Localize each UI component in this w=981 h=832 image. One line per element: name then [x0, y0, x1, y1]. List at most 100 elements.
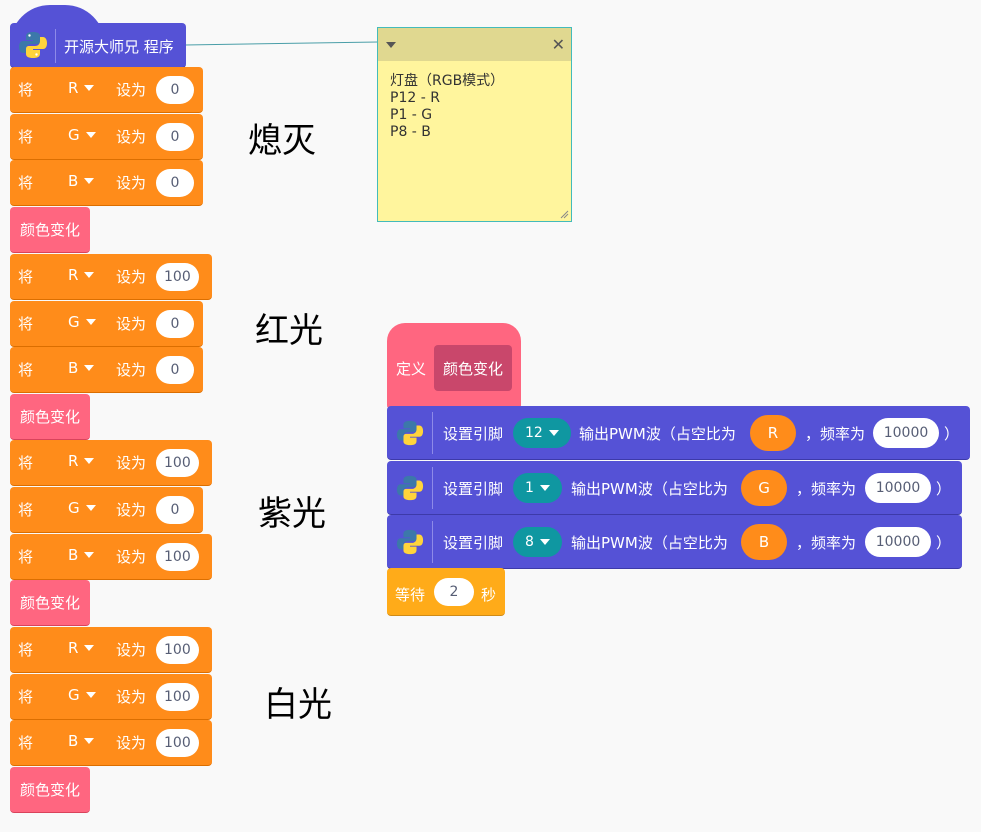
variable-name: B — [68, 172, 79, 190]
frequency-input[interactable]: 10000 — [865, 473, 931, 503]
duty-variable-reporter[interactable]: B — [741, 524, 787, 560]
pin-value: 8 — [525, 534, 534, 550]
block-separator — [432, 467, 433, 509]
variable-dropdown[interactable]: G — [68, 686, 108, 704]
wait-unit: 秒 — [481, 586, 497, 604]
duty-variable-reporter[interactable]: G — [741, 470, 787, 506]
value-input[interactable]: 0 — [156, 356, 194, 384]
set-to-label: 设为 — [116, 81, 147, 99]
variable-dropdown[interactable]: G — [68, 313, 108, 331]
variable-dropdown[interactable]: B — [68, 359, 108, 377]
comment-note[interactable]: ✕ 灯盘（RGB模式） P12 - R P1 - G P8 - B — [377, 27, 572, 222]
value-input[interactable]: 0 — [156, 310, 194, 338]
wait-label: 等待 — [395, 586, 426, 604]
frequency-label: ，频率为 — [796, 480, 857, 498]
wait-seconds-input[interactable]: 2 — [434, 578, 474, 606]
dropdown-caret-icon — [548, 430, 559, 436]
value-input[interactable]: 0 — [156, 76, 194, 104]
define-block[interactable]: 定义 颜色变化 — [387, 323, 521, 409]
set-variable-block[interactable]: 将 B 设为 0 — [10, 160, 203, 206]
set-to-label: 设为 — [116, 361, 147, 379]
set-variable-block[interactable]: 将 R 设为 100 — [10, 440, 212, 486]
frequency-label: ，频率为 — [796, 534, 857, 552]
set-to-label: 设为 — [116, 268, 147, 286]
value-input[interactable]: 0 — [156, 496, 194, 524]
pwm-output-label: 输出PWM波（占空比为 — [579, 425, 736, 443]
define-name: 颜色变化 — [442, 359, 503, 378]
close-paren: ） — [936, 480, 952, 498]
dropdown-caret-icon — [84, 552, 95, 558]
frequency-input[interactable]: 10000 — [873, 418, 939, 448]
variable-dropdown[interactable]: R — [68, 639, 108, 657]
pin-dropdown[interactable]: 12 — [513, 418, 571, 448]
variable-name: R — [68, 266, 79, 284]
section-label-white: 白光 — [264, 685, 332, 725]
call-color-change-block[interactable]: 颜色变化 — [10, 580, 90, 626]
dropdown-caret-icon — [539, 485, 550, 491]
call-color-change-block[interactable]: 颜色变化 — [10, 767, 90, 813]
value-input[interactable]: 100 — [156, 729, 199, 757]
set-prefix: 将 — [18, 548, 34, 566]
pin-value: 1 — [525, 480, 534, 496]
variable-dropdown[interactable]: R — [68, 79, 108, 97]
note-line: P12 - R — [390, 90, 440, 106]
variable-name: G — [68, 499, 80, 517]
variable-dropdown[interactable]: R — [68, 452, 108, 470]
close-paren: ） — [944, 425, 960, 443]
pwm-output-label: 输出PWM波（占空比为 — [571, 480, 728, 498]
pin-dropdown[interactable]: 8 — [513, 527, 562, 557]
variable-name: R — [68, 79, 79, 97]
variable-name: R — [68, 639, 79, 657]
duty-variable-reporter[interactable]: R — [750, 415, 796, 451]
variable-dropdown[interactable]: B — [68, 546, 108, 564]
variable-name: G — [68, 313, 80, 331]
dropdown-caret-icon — [84, 365, 95, 371]
value-input[interactable]: 100 — [156, 449, 199, 477]
section-label-red: 红光 — [255, 311, 323, 351]
call-color-change-block[interactable]: 颜色变化 — [10, 394, 90, 440]
set-to-label: 设为 — [116, 501, 147, 519]
set-to-label: 设为 — [116, 174, 147, 192]
variable-dropdown[interactable]: G — [68, 126, 108, 144]
set-prefix: 将 — [18, 174, 34, 192]
note-text[interactable]: 灯盘（RGB模式） P12 - R P1 - G P8 - B — [378, 61, 571, 153]
call-color-change-block[interactable]: 颜色变化 — [10, 207, 90, 253]
dropdown-caret-icon — [85, 692, 96, 698]
pin-dropdown[interactable]: 1 — [513, 473, 562, 503]
variable-dropdown[interactable]: B — [68, 732, 108, 750]
value-input[interactable]: 100 — [156, 636, 199, 664]
frequency-input[interactable]: 10000 — [865, 527, 931, 557]
define-prototype[interactable]: 颜色变化 — [434, 345, 512, 391]
variable-dropdown[interactable]: R — [68, 266, 108, 284]
set-to-label: 设为 — [116, 454, 147, 472]
value-input[interactable]: 100 — [156, 543, 199, 571]
note-close-icon[interactable]: ✕ — [551, 35, 565, 54]
note-header[interactable]: ✕ — [378, 28, 571, 61]
note-collapse-icon[interactable] — [386, 42, 396, 48]
set-prefix: 将 — [18, 454, 34, 472]
value-input[interactable]: 0 — [156, 169, 194, 197]
wait-block[interactable]: 等待 2 秒 — [387, 568, 505, 616]
program-hat-block[interactable]: 开源大师兄 程序 — [10, 5, 186, 68]
variable-dropdown[interactable]: B — [68, 172, 108, 190]
note-resize-icon[interactable] — [559, 209, 569, 219]
value-input[interactable]: 100 — [156, 683, 199, 711]
value-input[interactable]: 100 — [156, 263, 199, 291]
value-input[interactable]: 0 — [156, 123, 194, 151]
variable-dropdown[interactable]: G — [68, 499, 108, 517]
set-to-label: 设为 — [116, 734, 147, 752]
dropdown-caret-icon — [85, 132, 96, 138]
